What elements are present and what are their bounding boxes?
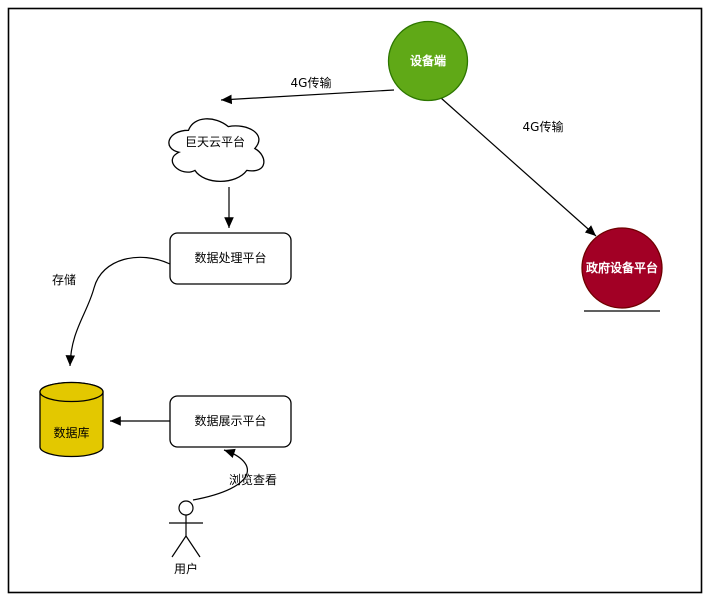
data-display-rect bbox=[169, 395, 292, 448]
node-gov-platform[interactable]: 政府设备平台 bbox=[581, 227, 663, 312]
node-data-display-platform[interactable]: 数据展示平台 bbox=[169, 395, 292, 448]
gov-platform-circle bbox=[581, 227, 663, 309]
node-database[interactable]: 数据库 bbox=[39, 381, 104, 458]
device-terminal-circle bbox=[387, 20, 469, 102]
user-actor-leg-right bbox=[185, 535, 201, 558]
user-actor-head bbox=[178, 500, 194, 516]
edge-label-device-to-gov-platform: 4G传输 bbox=[523, 119, 564, 134]
data-display-label: 数据展示平台 bbox=[194, 413, 266, 428]
edge-label-processing-to-database: 存储 bbox=[52, 272, 76, 287]
data-processing-rect bbox=[169, 232, 292, 285]
cloud-shape bbox=[168, 118, 265, 182]
node-user-actor[interactable]: 用户 bbox=[169, 500, 203, 576]
data-processing-label: 数据处理平台 bbox=[194, 250, 266, 265]
user-actor-leg-left bbox=[171, 535, 187, 558]
node-cloud-platform[interactable]: 巨天云平台 bbox=[168, 118, 265, 182]
node-device-terminal[interactable]: 设备端 bbox=[387, 20, 469, 102]
edge-device-to-gov-platform[interactable] bbox=[440, 97, 597, 237]
edge-processing-to-database[interactable] bbox=[65, 256, 171, 367]
edges-layer: 4G传输 4G传输 存储 浏览查看 bbox=[52, 75, 597, 501]
user-actor-label: 用户 bbox=[174, 561, 198, 576]
edge-user-to-display[interactable] bbox=[192, 448, 248, 501]
node-data-processing-platform[interactable]: 数据处理平台 bbox=[169, 232, 292, 285]
device-terminal-label: 设备端 bbox=[410, 53, 446, 68]
edge-label-device-to-cloud: 4G传输 bbox=[291, 75, 332, 90]
edge-label-user-to-display: 浏览查看 bbox=[229, 472, 277, 487]
edge-device-to-cloud[interactable] bbox=[220, 89, 395, 105]
database-cylinder-top bbox=[39, 381, 104, 403]
database-label: 数据库 bbox=[53, 425, 89, 440]
gov-platform-label: 政府设备平台 bbox=[586, 260, 658, 275]
cloud-platform-label: 巨天云平台 bbox=[185, 134, 245, 149]
page-border bbox=[7, 7, 703, 594]
